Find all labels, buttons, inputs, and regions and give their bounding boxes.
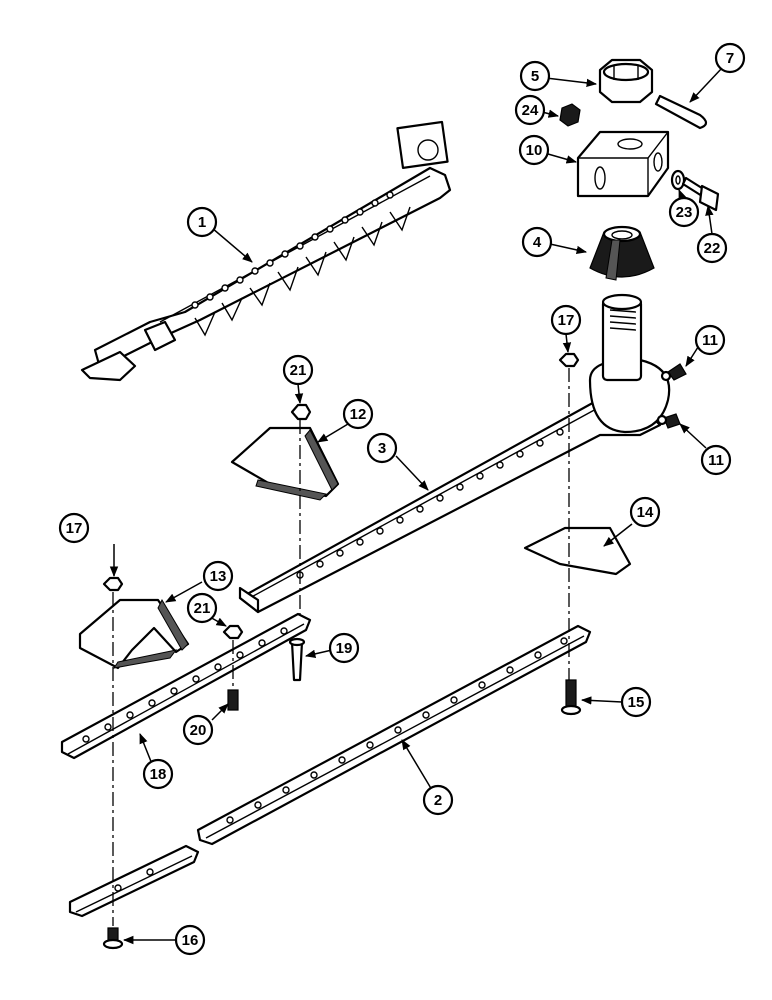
- grease-fitting-bottom-part: [656, 413, 681, 429]
- callout-12: 12: [342, 398, 374, 430]
- bolt-19-part: [288, 637, 306, 682]
- svg-text:17: 17: [558, 312, 575, 329]
- long-bar-part: [196, 624, 592, 846]
- svg-text:11: 11: [702, 332, 718, 349]
- bolt-15-part: [560, 679, 582, 716]
- svg-text:17: 17: [66, 520, 83, 537]
- leader-lines: [109, 67, 723, 945]
- knife-rivets: [191, 191, 394, 309]
- castle-nut-part: [598, 58, 654, 104]
- svg-text:18: 18: [150, 766, 167, 783]
- cotter-pin-part: [654, 94, 708, 130]
- callout-18: 18: [142, 758, 174, 790]
- nut-21-top-part: [290, 403, 312, 421]
- short-bar-part: [60, 612, 312, 760]
- svg-text:10: 10: [526, 142, 543, 159]
- svg-text:5: 5: [531, 68, 539, 85]
- assembly-centerlines: [112, 368, 570, 926]
- knife-sections: [194, 206, 411, 337]
- wear-plate-part: [523, 526, 632, 576]
- svg-text:11: 11: [708, 452, 724, 469]
- svg-text:7: 7: [726, 50, 734, 67]
- svg-text:1: 1: [198, 214, 206, 231]
- svg-text:3: 3: [378, 440, 386, 457]
- svg-text:20: 20: [190, 722, 207, 739]
- callout-21-left: 21: [186, 592, 218, 624]
- tapered-bushing-part: [589, 225, 655, 281]
- callout-10: 10: [518, 134, 550, 166]
- svg-text:21: 21: [290, 362, 307, 379]
- end-bar-part: [68, 844, 200, 918]
- guard-section-part: [78, 598, 190, 670]
- svg-text:4: 4: [533, 234, 542, 251]
- callout-3: 3: [366, 432, 398, 464]
- callout-17-top: 17: [550, 304, 582, 336]
- svg-text:2: 2: [434, 792, 442, 809]
- callout-16: 16: [174, 924, 206, 956]
- short-bar-holes: [82, 627, 288, 743]
- callout-2: 2: [422, 784, 454, 816]
- callout-7: 7: [714, 42, 746, 74]
- callout-24: 24: [514, 94, 546, 126]
- bar-holes: [296, 428, 564, 579]
- callout-15: 15: [620, 686, 652, 718]
- callout-17-left: 17: [58, 512, 90, 544]
- callout-11-top: 11: [694, 324, 726, 356]
- bolt-20-part: [227, 689, 239, 711]
- knife-assembly-part: [80, 120, 452, 382]
- nut-17-top-part: [558, 352, 580, 368]
- callout-20: 20: [182, 714, 214, 746]
- callout-19: 19: [328, 632, 360, 664]
- knife-head-bar-part: [238, 293, 671, 614]
- callout-5: 5: [519, 60, 551, 92]
- bolt-16-part: [102, 927, 124, 950]
- svg-text:14: 14: [637, 504, 654, 521]
- svg-text:13: 13: [210, 568, 227, 585]
- svg-text:22: 22: [704, 240, 721, 257]
- pivot-block-part: [576, 130, 670, 198]
- svg-text:15: 15: [628, 694, 645, 711]
- callout-1: 1: [186, 206, 218, 238]
- svg-text:16: 16: [182, 932, 199, 949]
- long-bar-holes: [226, 637, 568, 824]
- svg-text:24: 24: [522, 102, 539, 119]
- callout-23: 23: [668, 196, 700, 228]
- callout-13: 13: [202, 560, 234, 592]
- washer-part: [670, 169, 686, 191]
- svg-text:12: 12: [350, 406, 367, 423]
- small-nut-part: [559, 103, 581, 127]
- callout-21-top: 21: [282, 354, 314, 386]
- callout-14: 14: [629, 496, 661, 528]
- callout-4: 4: [521, 226, 553, 258]
- svg-text:23: 23: [676, 204, 693, 221]
- nut-17-left-part: [102, 576, 124, 592]
- svg-text:19: 19: [336, 640, 353, 657]
- svg-text:21: 21: [194, 600, 211, 617]
- callout-22: 22: [696, 232, 728, 264]
- grease-fitting-top-part: [660, 363, 687, 382]
- nut-21-left-part: [222, 624, 244, 640]
- knife-section-part: [230, 426, 340, 501]
- callout-11-bottom: 11: [700, 444, 732, 476]
- stud-threads: [609, 309, 637, 331]
- bolt-part: [681, 176, 720, 212]
